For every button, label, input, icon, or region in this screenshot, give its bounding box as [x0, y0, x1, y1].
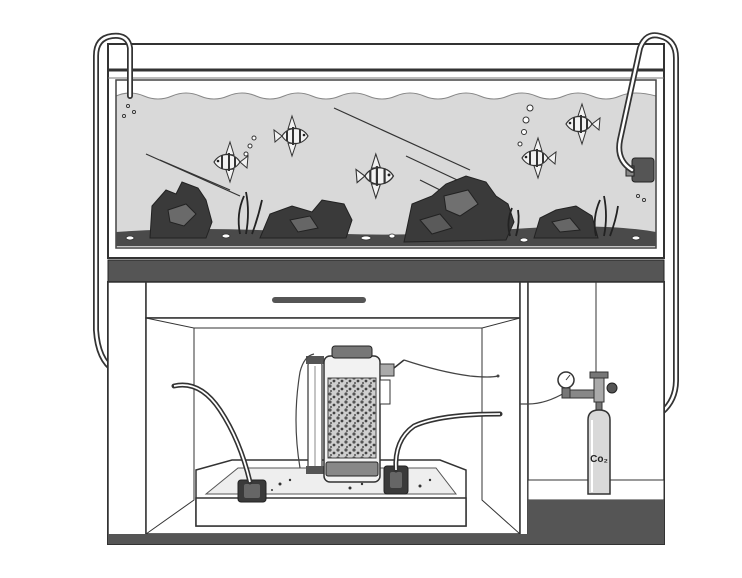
reactor-cap: [331, 345, 373, 359]
sump-debris: [271, 478, 432, 491]
cabinet-floor: [108, 534, 664, 544]
drawer-handle: [272, 297, 366, 303]
pebbles: [125, 233, 641, 243]
co2-reactor: [306, 345, 409, 495]
cabinet-top-band: [107, 259, 665, 283]
rocks: [149, 175, 599, 243]
pressure-regulator: [557, 371, 618, 411]
aquarium-tank: [107, 43, 665, 259]
bubble-icon: [122, 104, 646, 202]
co2-bottle: Co₂: [557, 371, 618, 495]
plant-icon: [237, 191, 619, 237]
hoses: [93, 32, 679, 415]
co2-bottle-label: Co₂: [590, 454, 608, 465]
valve-knob-icon: [606, 382, 618, 394]
